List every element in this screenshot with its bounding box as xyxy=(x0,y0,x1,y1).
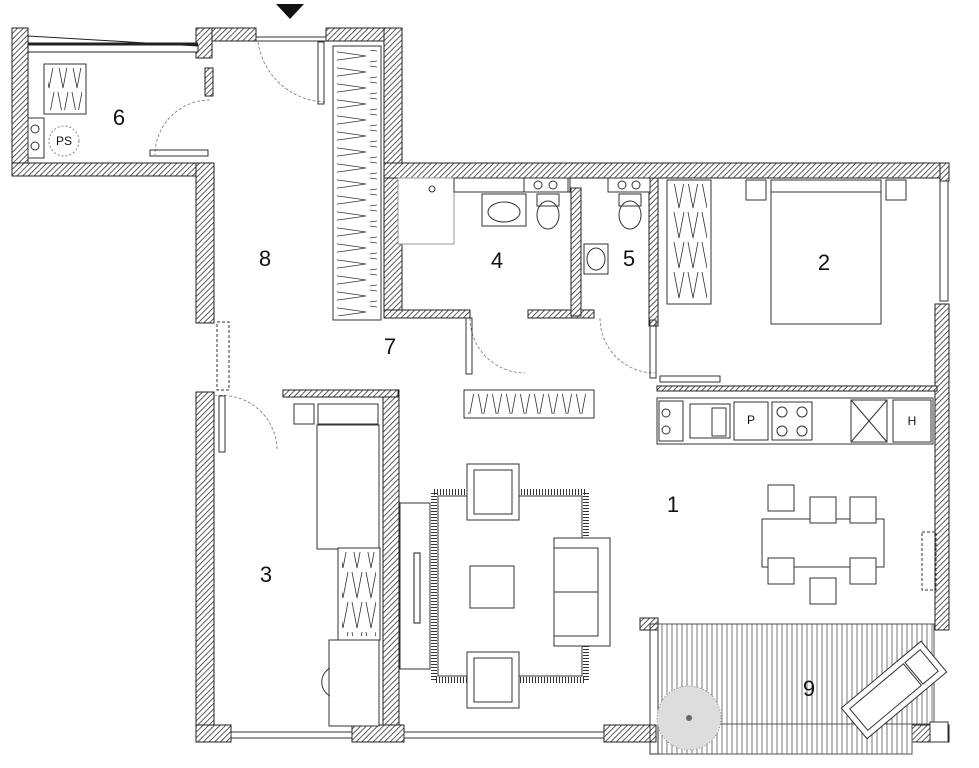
room-1-fixtures: P H xyxy=(399,397,937,709)
room-2-fixtures xyxy=(666,179,907,325)
room-label-1: 1 xyxy=(667,492,679,517)
entrance-arrow-icon xyxy=(276,4,304,19)
windows xyxy=(230,36,949,739)
room-label-5: 5 xyxy=(623,246,635,271)
room-label-7: 7 xyxy=(384,334,396,359)
room-3-fixtures xyxy=(293,403,381,727)
room-6-fixtures: PS xyxy=(27,63,87,159)
room-7-shelf xyxy=(463,389,595,419)
doors xyxy=(149,41,721,453)
entry-wardrobe xyxy=(332,45,382,321)
h-label: H xyxy=(908,414,917,428)
room-label-6: 6 xyxy=(113,105,125,130)
room-label-9: 9 xyxy=(803,676,815,701)
ps-label: PS xyxy=(56,134,72,148)
room-label-4: 4 xyxy=(491,248,503,273)
room-4-fixtures xyxy=(397,177,571,245)
room-5-fixtures xyxy=(583,177,651,275)
p-label: P xyxy=(747,413,755,427)
room-label-3: 3 xyxy=(260,562,272,587)
room-label-2: 2 xyxy=(818,250,830,275)
room-label-8: 8 xyxy=(259,246,271,271)
room-9-terrace xyxy=(649,623,949,755)
room-labels: 1 2 3 4 5 6 7 8 9 xyxy=(113,105,830,701)
